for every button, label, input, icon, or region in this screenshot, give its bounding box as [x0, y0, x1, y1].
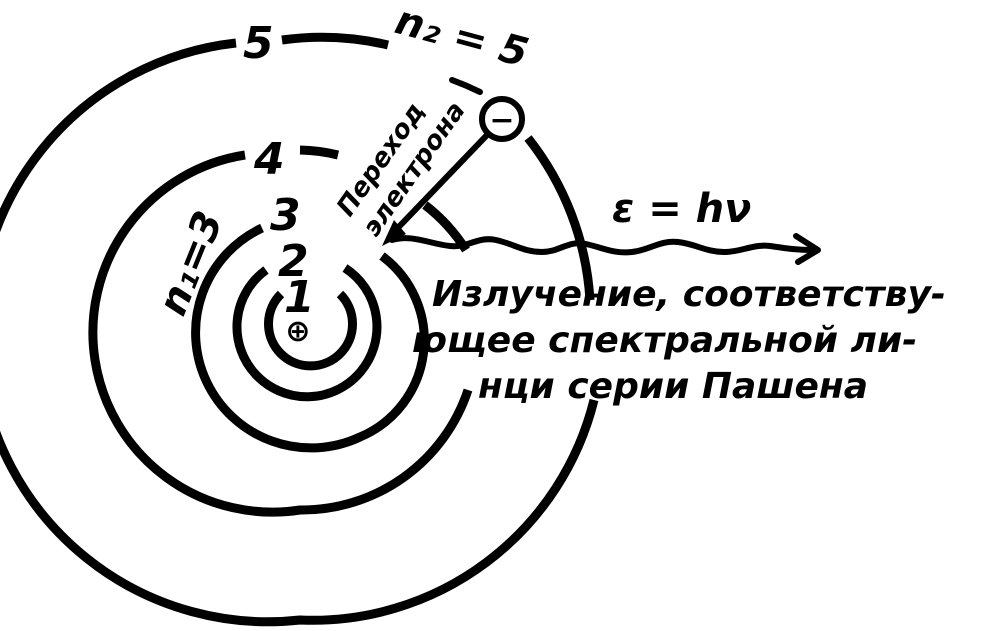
- orbit-2: [232, 264, 382, 402]
- electron-sign: −: [489, 103, 514, 138]
- emission-caption-line1: Излучение, соответству-: [432, 274, 946, 315]
- level-label-3: 3: [270, 190, 301, 241]
- n2-label: n₂ = 5: [390, 0, 533, 77]
- emission-caption-line3: нци серии Пашена: [478, 366, 868, 407]
- orbit-4-top-segment: [299, 145, 340, 160]
- photon-arrow-head: [793, 233, 821, 265]
- orbit-3: [191, 223, 429, 453]
- transition-arrow-shaft: [389, 131, 491, 237]
- photon-wave: [389, 235, 815, 256]
- level-label-1: 1: [284, 272, 315, 323]
- transition-arrow-head: [382, 220, 406, 246]
- orbit-4: [88, 150, 473, 517]
- level-label-5: 5: [243, 18, 274, 69]
- orbit-5-right-segment: [524, 135, 595, 301]
- orbit-5-top-segment: [281, 32, 390, 50]
- nucleus-icon: ⊕: [285, 314, 310, 349]
- emission-caption-line2: ющее спектральной ли-: [412, 320, 917, 361]
- electron-icon: [479, 96, 525, 142]
- orbit-1: [264, 290, 357, 371]
- level-label-4: 4: [253, 134, 285, 185]
- photon-energy-label: ε = hν: [612, 186, 751, 232]
- orbit-5: [0, 38, 599, 627]
- level-label-2: 2: [278, 236, 309, 287]
- orbit-5-near-electron-segment: [449, 77, 483, 95]
